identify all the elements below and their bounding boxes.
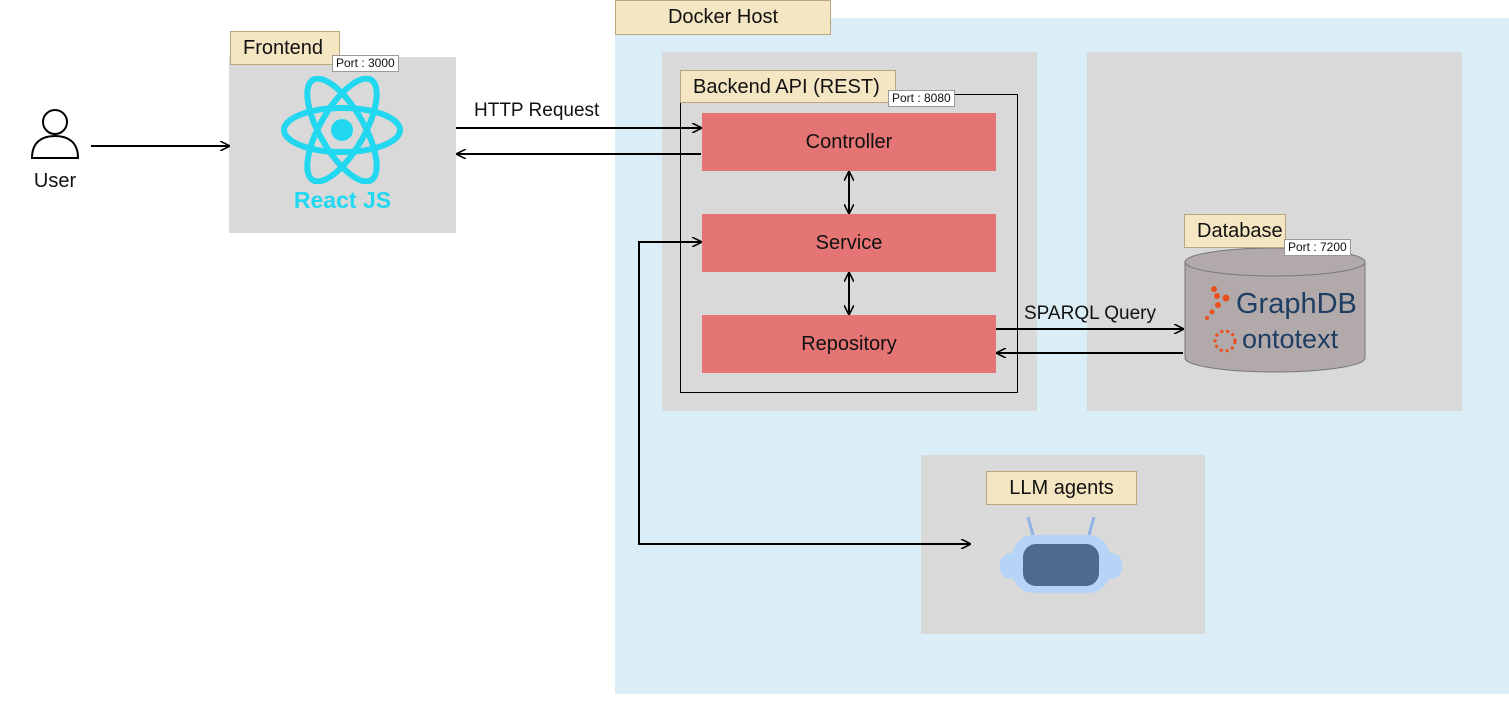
database-label: Database xyxy=(1184,214,1286,248)
graphdb-logo-icon xyxy=(1205,286,1230,320)
robot-icon xyxy=(1000,516,1122,593)
backend-api-label: Backend API (REST) xyxy=(680,70,896,103)
frontend-label: Frontend xyxy=(230,31,340,65)
controller-layer[interactable]: Controller xyxy=(702,113,996,171)
user-icon xyxy=(30,109,80,159)
ontotext-logo-icon xyxy=(1213,329,1237,353)
react-logo-icon xyxy=(281,76,403,184)
database-port-tag: Port : 7200 xyxy=(1284,239,1351,256)
frontend-box xyxy=(229,57,456,233)
ontotext-logo-text: ontotext xyxy=(1242,324,1339,354)
service-llm-connector xyxy=(638,242,970,544)
user-label: User xyxy=(33,170,77,192)
backend-port-tag: Port : 8080 xyxy=(888,90,955,107)
frontend-port-tag: Port : 3000 xyxy=(332,55,399,72)
http-request-label: HTTP Request xyxy=(474,100,600,121)
react-logo-text: React JS xyxy=(293,187,392,213)
sparql-query-label: SPARQL Query xyxy=(1024,303,1156,324)
docker-host-label: Docker Host xyxy=(615,0,831,35)
graphdb-logo-text: GraphDB xyxy=(1236,288,1357,320)
llm-agents-label: LLM agents xyxy=(986,471,1137,505)
